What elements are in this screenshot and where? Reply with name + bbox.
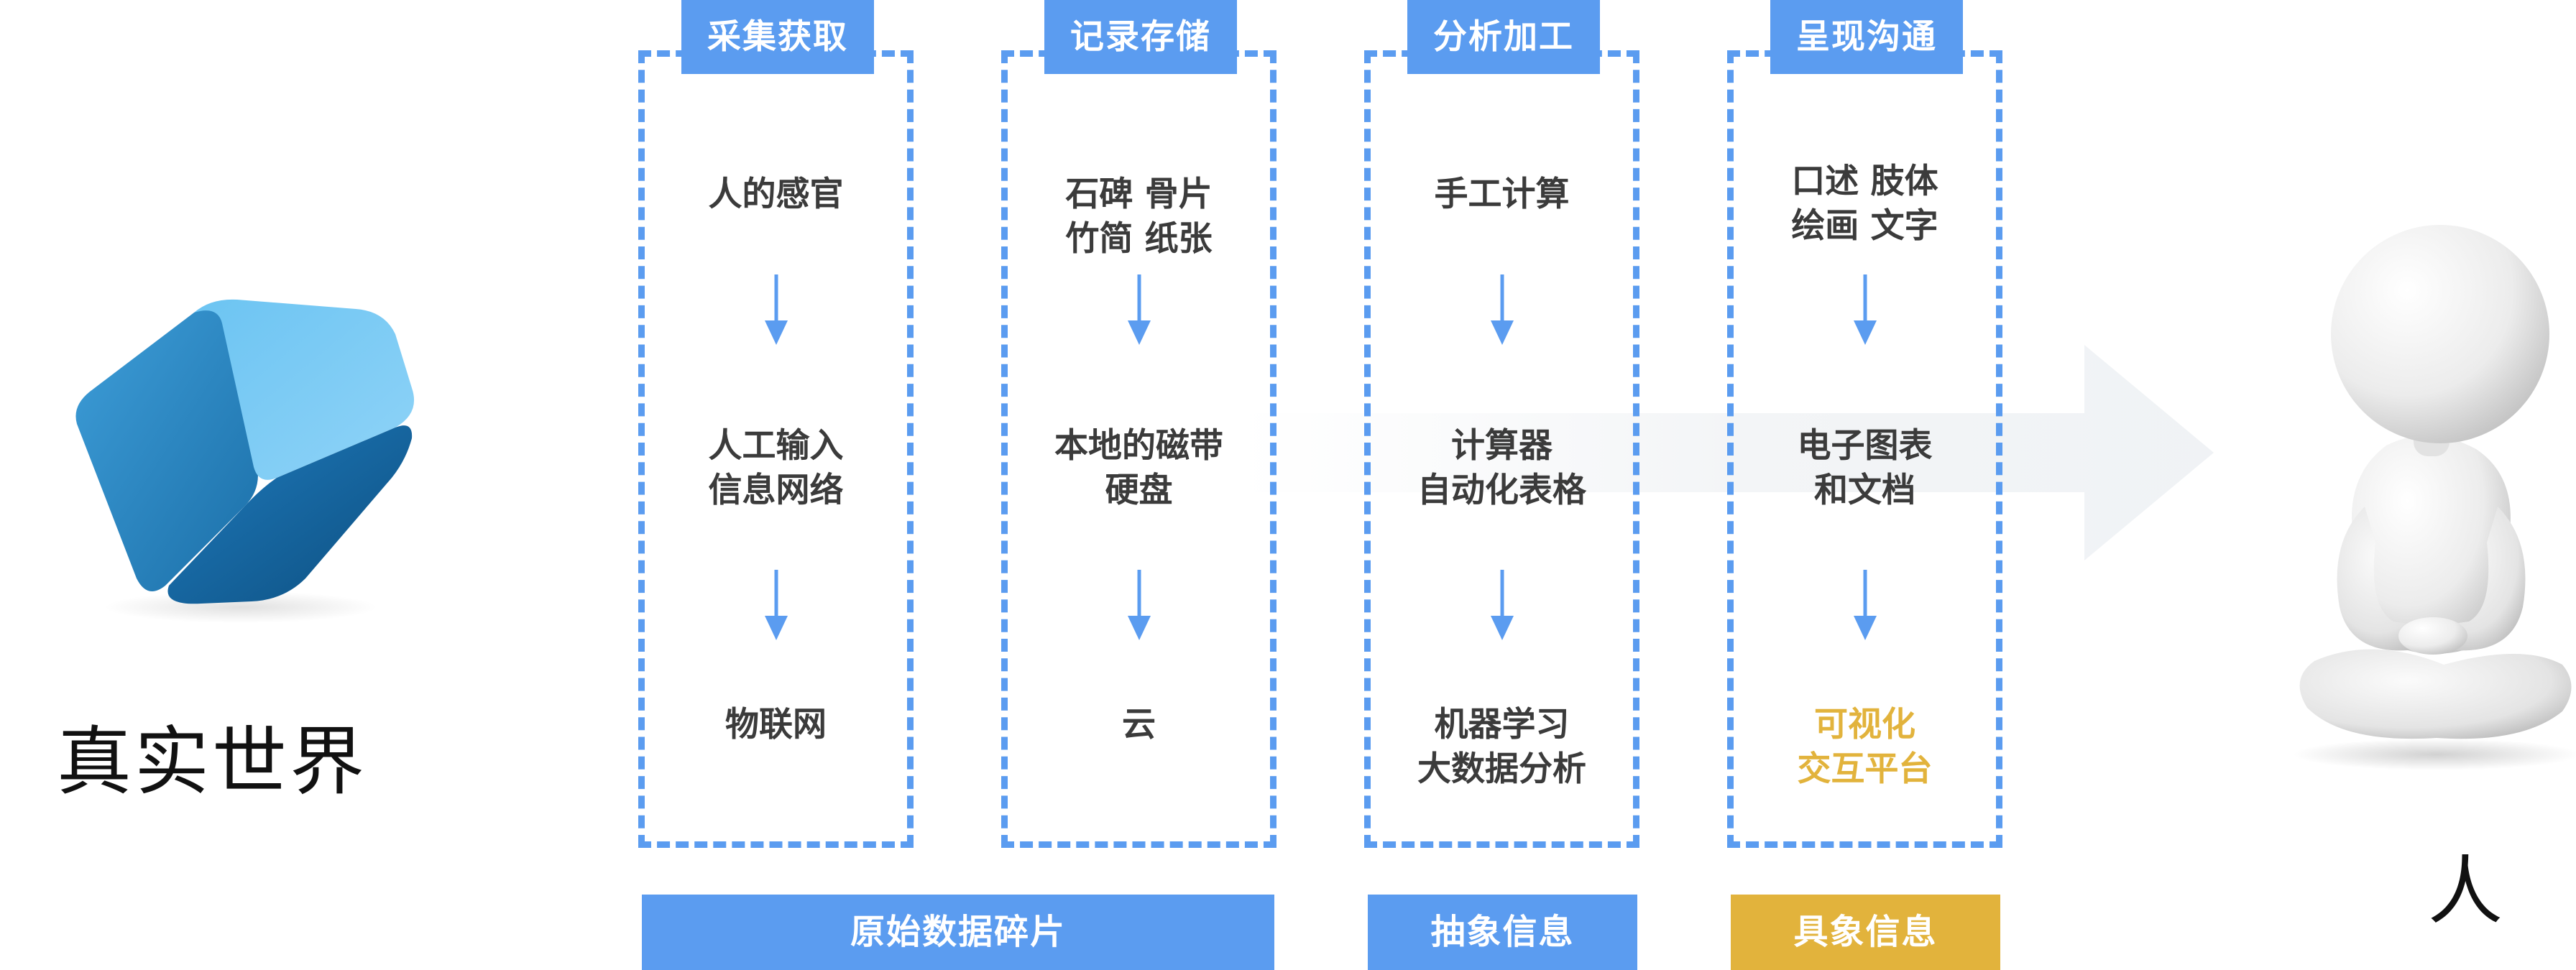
- real-world-label: 真实世界: [56, 718, 367, 805]
- down-arrow-icon: [1128, 570, 1151, 640]
- stage-header: 分析加工: [1407, 0, 1600, 74]
- stage-item: 物联网: [725, 705, 827, 744]
- down-arrow-icon: [1128, 274, 1151, 345]
- stage-header: 采集获取: [681, 0, 874, 74]
- stage-item: 石碑 骨片 竹简 纸张: [1065, 175, 1213, 259]
- stage-header: 记录存储: [1044, 0, 1237, 74]
- stage-item: 口述 肢体 绘画 文字: [1791, 162, 1938, 246]
- stage-item: 人工输入 信息网络: [708, 426, 844, 510]
- down-arrow-icon: [1491, 570, 1514, 640]
- background-arrow: [1236, 345, 2214, 560]
- stage-analyze: 分析加工 手工计算 计算器 自动化表格 机器学习 大数据分析: [1364, 0, 1639, 848]
- stage-item: 人的感官: [708, 175, 844, 214]
- stage-item: 手工计算: [1434, 175, 1570, 214]
- down-arrow-icon: [1854, 274, 1877, 345]
- person-figure: [2293, 225, 2576, 770]
- category-bar-concrete-info: 具象信息: [1731, 895, 2000, 970]
- stage-item: 机器学习 大数据分析: [1417, 705, 1586, 789]
- stage-item: 本地的磁带 硬盘: [1054, 426, 1223, 510]
- stage-item-highlight: 可视化 交互平台: [1797, 705, 1933, 789]
- cube-icon: [75, 299, 415, 623]
- category-bar-raw-data: 原始数据碎片: [642, 895, 1274, 970]
- stage-store: 记录存储 石碑 骨片 竹简 纸张 本地的磁带 硬盘 云: [1001, 0, 1276, 848]
- stage-item: 云: [1122, 705, 1156, 744]
- down-arrow-icon: [765, 570, 788, 640]
- down-arrow-icon: [765, 274, 788, 345]
- stage-item: 电子图表 和文档: [1797, 426, 1933, 510]
- category-bar-abstract-info: 抽象信息: [1368, 895, 1637, 970]
- down-arrow-icon: [1491, 274, 1514, 345]
- stage-item: 计算器 自动化表格: [1417, 426, 1586, 510]
- stage-present: 呈现沟通 口述 肢体 绘画 文字 电子图表 和文档 可视化 交互平台: [1727, 0, 2002, 848]
- down-arrow-icon: [1854, 570, 1877, 640]
- stage-header: 呈现沟通: [1770, 0, 1963, 74]
- person-label: 人: [2427, 847, 2503, 935]
- stage-collect: 采集获取 人的感官 人工输入 信息网络 物联网: [638, 0, 914, 848]
